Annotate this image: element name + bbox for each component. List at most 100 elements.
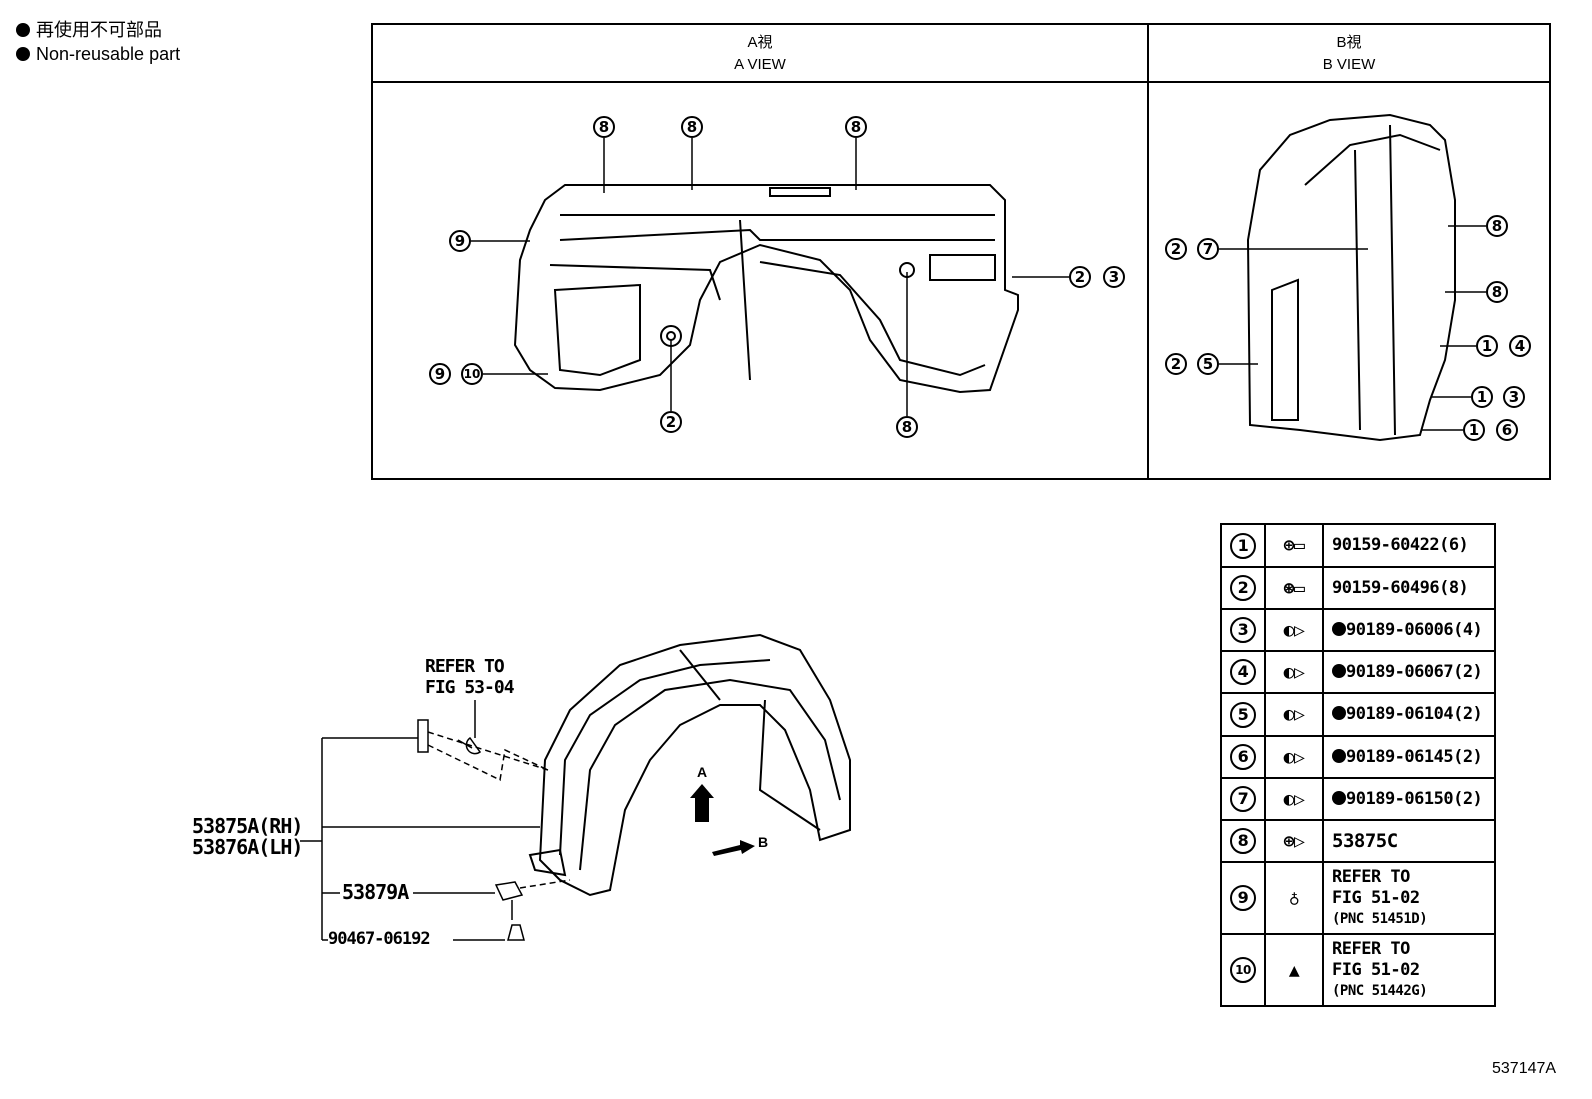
part-number-text: 90189-06104(2) xyxy=(1346,704,1483,724)
table-row: 6 ◐▷ 90189-06145(2) xyxy=(1220,735,1496,779)
ref-line: REFER TO xyxy=(1332,866,1410,887)
a-view-liner-drawing xyxy=(513,184,1019,394)
callout-2: 2 xyxy=(1165,238,1187,260)
direction-arrows xyxy=(690,784,755,856)
row-number: 10 xyxy=(1230,957,1256,983)
part-number-rh: 53875A(RH) xyxy=(192,814,303,838)
table-row: 7 ◐▷ 90189-06150(2) xyxy=(1220,777,1496,821)
dashed-assembly-lines xyxy=(427,731,571,889)
refer-to-text: REFER TO xyxy=(425,656,505,677)
row-number: 3 xyxy=(1230,617,1256,643)
clip-icon: ◐▷ xyxy=(1264,735,1324,779)
row-number: 5 xyxy=(1230,701,1256,728)
b-view-title-jp: B視 xyxy=(1336,34,1362,51)
callout-8: 8 xyxy=(1486,281,1508,303)
arrow-a-icon xyxy=(690,784,714,822)
row-number: 1 xyxy=(1230,532,1256,559)
clip-part-label: 53879A xyxy=(342,880,409,904)
callout-3: 3 xyxy=(1103,266,1125,288)
table-row: 8 ⊕▷53875C xyxy=(1220,819,1496,863)
legend-english: Non-reusable part xyxy=(36,44,181,64)
arrow-a-label: A xyxy=(697,764,707,780)
screw-icon: ⊕▭ xyxy=(1264,523,1324,568)
table-row: 1 ⊕▭90159-60422(6) xyxy=(1220,523,1496,568)
ref-line: (PNC 51451D) xyxy=(1332,910,1428,927)
part-number: 90189-06145(2) xyxy=(1322,735,1496,779)
bullet-icon xyxy=(16,23,30,37)
screw-icon: ⊛▭ xyxy=(1264,566,1324,610)
part-number-text: 90189-06067(2) xyxy=(1346,661,1483,682)
callout-1: 1 xyxy=(1463,419,1485,441)
figure-id: 537147A xyxy=(1492,1060,1557,1077)
row-number: 2 xyxy=(1230,575,1256,601)
table-row: 4 ◐▷ 90189-06067(2) xyxy=(1220,650,1496,694)
callout-9: 9 xyxy=(449,230,471,252)
part-number: 90189-06067(2) xyxy=(1322,650,1496,694)
ref-line: FIG 51-02 xyxy=(1332,887,1420,908)
callout-5: 5 xyxy=(1197,353,1219,375)
non-reusable-icon xyxy=(1332,663,1346,678)
callout-4: 4 xyxy=(1509,335,1531,357)
callout-8: 8 xyxy=(1486,215,1508,237)
part-number: 90159-60422(6) xyxy=(1322,523,1496,568)
non-reusable-icon xyxy=(1332,621,1346,636)
row-number: 8 xyxy=(1230,828,1256,854)
callout-8: 8 xyxy=(593,116,615,138)
callout-1: 1 xyxy=(1471,386,1493,408)
screw-part-label: 90467-06192 xyxy=(328,929,431,950)
callout-6: 6 xyxy=(1496,419,1518,441)
callout-1: 1 xyxy=(1476,335,1498,357)
part-number-text: 90189-06145(2) xyxy=(1346,746,1483,767)
ref-line: FIG 51-02 xyxy=(1332,959,1420,980)
row-number: 4 xyxy=(1230,659,1256,685)
clip-icon: ◐▷ xyxy=(1264,608,1324,652)
table-row: 2⊛▭90159-60496(8) xyxy=(1220,566,1496,610)
a-view-title-en: A VIEW xyxy=(734,56,786,73)
clip-icon: ◐▷ xyxy=(1264,777,1324,821)
callout-9: 9 xyxy=(429,363,451,385)
callout-8: 8 xyxy=(845,116,867,138)
row-number: 9 xyxy=(1230,885,1256,911)
part-number-text: 90189-06150(2) xyxy=(1346,788,1483,809)
clip-icon: ◐▷ xyxy=(1264,692,1324,737)
ref-line: REFER TO xyxy=(1332,938,1410,959)
table-row: 3 ◐▷ 90189-06006(4) xyxy=(1220,608,1496,652)
clip-icon: ⊕▷ xyxy=(1264,819,1324,863)
a-view-title-jp: A視 xyxy=(747,34,773,51)
callout-2: 2 xyxy=(660,411,682,433)
part-number-text: 90189-06006(4) xyxy=(1346,619,1483,640)
legend-japanese: 再使用不可部品 xyxy=(36,20,162,40)
a-view-header: A視 A VIEW xyxy=(372,32,1148,76)
b-view-title-en: B VIEW xyxy=(1322,56,1376,73)
arrow-b-icon xyxy=(712,840,755,856)
wheel-liner-drawing xyxy=(528,633,851,897)
part-number-lh: 53876A(LH) xyxy=(192,835,303,859)
non-reusable-icon xyxy=(1332,706,1346,720)
non-reusable-icon xyxy=(1332,748,1346,763)
legend: 再使用不可部品 Non-reusable part xyxy=(16,18,180,66)
part-number: 90189-06104(2) xyxy=(1322,692,1496,737)
b-view-liner-drawing xyxy=(1246,113,1456,442)
callout-10: 10 xyxy=(461,363,483,385)
arrow-b-label: B xyxy=(758,834,768,850)
liner-part-label: 53875A(RH) 53876A(LH) xyxy=(192,814,303,859)
bolt-icon: ♁ xyxy=(1264,861,1324,935)
nut-icon: ▲ xyxy=(1264,933,1324,1007)
clip-icon: ◐▷ xyxy=(1264,650,1324,694)
row-number: 7 xyxy=(1230,786,1256,812)
part-number: 53875C xyxy=(1322,819,1496,863)
non-reusable-icon xyxy=(1332,790,1346,805)
callout-3: 3 xyxy=(1503,386,1525,408)
row-number: 6 xyxy=(1230,744,1256,770)
callout-8: 8 xyxy=(681,116,703,138)
bullet-icon xyxy=(16,47,30,61)
refer-to-label: REFER TO FIG 53-04 xyxy=(425,656,515,698)
b-view-header: B視 B VIEW xyxy=(1148,32,1550,76)
part-number: 90189-06150(2) xyxy=(1322,777,1496,821)
